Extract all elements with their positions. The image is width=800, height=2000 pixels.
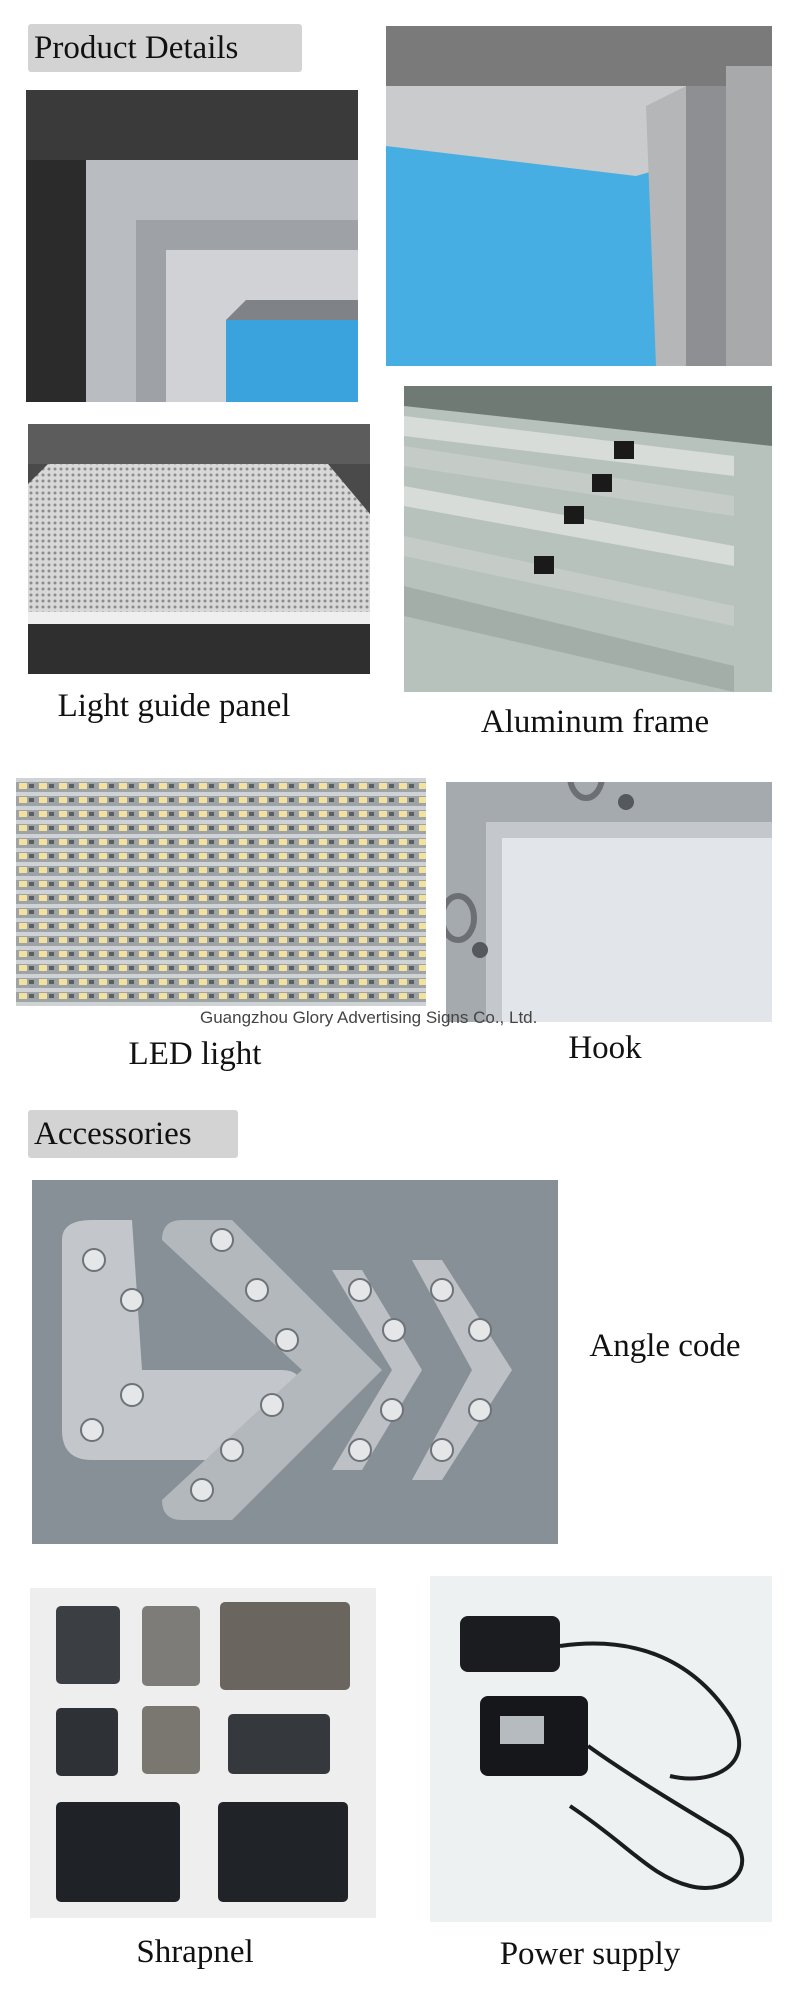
shrapnel-photo — [30, 1588, 376, 1918]
caption-hook: Hook — [568, 1030, 642, 1066]
caption-led-light: LED light — [128, 1036, 262, 1072]
aluminum-frame-photo — [404, 386, 772, 692]
power-supply-photo — [430, 1576, 772, 1922]
frame-profile-photo — [386, 26, 772, 366]
caption-shrapnel: Shrapnel — [136, 1934, 254, 1970]
caption-light-guide-panel: Light guide panel — [57, 688, 291, 724]
caption-aluminum-frame: Aluminum frame — [480, 704, 710, 740]
caption-angle-code: Angle code — [589, 1328, 741, 1364]
hook-photo — [446, 782, 772, 1022]
led-light-photo — [16, 778, 426, 1006]
caption-power-supply: Power supply — [499, 1936, 681, 1972]
company-watermark: Guangzhou Glory Advertising Signs Co., L… — [200, 1008, 538, 1027]
frame-corner-photo — [26, 90, 358, 402]
light-guide-panel-photo — [28, 424, 370, 674]
angle-code-photo — [32, 1180, 558, 1544]
section-title-product-details: Product Details — [28, 24, 302, 72]
section-title-accessories: Accessories — [28, 1110, 238, 1158]
